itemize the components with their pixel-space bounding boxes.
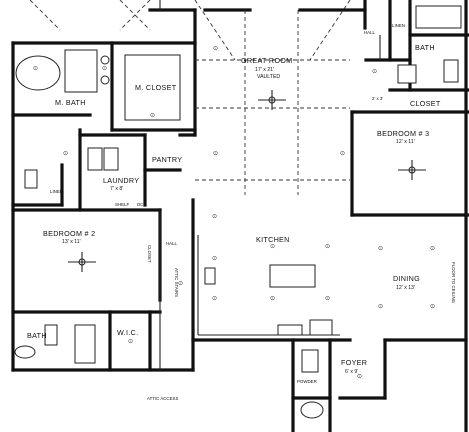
light-icon: ⊙ — [213, 45, 218, 52]
foyer-dims: 6' x 9' — [345, 369, 358, 375]
light-icon: ⊙ — [378, 303, 383, 310]
light-icon: ⊙ — [128, 338, 133, 345]
light-icon: ⊙ — [212, 255, 217, 262]
hall-center-label: HALL — [166, 241, 178, 246]
linen-left-label: LINEN — [50, 189, 63, 194]
light-icon: ⊙ — [372, 68, 377, 75]
dc-note: DC — [137, 202, 143, 207]
shelf-note: SHELF — [115, 202, 129, 207]
light-icon: ⊙ — [63, 150, 68, 157]
great-room-note: VAULTED — [257, 74, 280, 80]
closet-shelf-outline — [124, 54, 181, 121]
kitchen-island — [269, 264, 316, 288]
ceiling-fans — [68, 90, 426, 272]
bedroom2-label: BEDROOM # 2 — [43, 229, 95, 238]
powder-toilet — [301, 349, 319, 373]
master-sink-b — [100, 75, 110, 85]
fan-great-room — [258, 90, 286, 110]
sink-left — [204, 267, 216, 285]
right-vertical-note: FLOOR TO CEILING — [451, 262, 456, 304]
light-icon: ⊙ — [325, 295, 330, 302]
light-icon: ⊙ — [430, 245, 435, 252]
beam-diag-b — [309, 0, 351, 61]
bath-toilet — [44, 324, 58, 346]
small-dim-label: 2' x 3' — [372, 96, 383, 101]
washer — [87, 147, 103, 171]
attic-vertical-note: ATTIC STAIRS — [174, 268, 179, 297]
light-icon: ⊙ — [213, 150, 218, 157]
closet-right-label: CLOSET — [410, 99, 441, 108]
fridge — [309, 319, 333, 336]
master-vanity — [64, 49, 98, 93]
laundry-label: LAUNDRY — [103, 176, 139, 185]
beam-diag-a — [194, 0, 236, 61]
m-bath-label: M. BATH — [55, 98, 86, 107]
great-room-label: GREAT ROOM — [241, 56, 292, 65]
beam-diag-e — [29, 0, 61, 31]
master-tub — [15, 55, 61, 91]
range — [277, 324, 303, 336]
linen-toilet — [24, 169, 38, 189]
foyer-label: FOYER — [341, 358, 367, 367]
bath-bottom-label: BATH — [27, 331, 47, 340]
wic-label: W.I.C. — [117, 328, 138, 337]
m-closet-label: M. CLOSET — [135, 83, 177, 92]
great-room-dims: 17' x 21' — [255, 67, 274, 73]
bath-sink — [14, 345, 36, 359]
fan-bedroom3 — [398, 160, 426, 180]
attic-access-note: ATTIC ACCESS — [147, 396, 178, 401]
walls — [11, 0, 469, 432]
powder-label: POWDER — [297, 379, 317, 384]
ceiling-lights: ⊙ ⊙ ⊙ ⊙ ⊙ ⊙ ⊙ ⊙ ⊙ ⊙ ⊙ ⊙ ⊙ ⊙ ⊙ ⊙ ⊙ ⊙ ⊙ ⊙ … — [33, 45, 435, 380]
fixtures — [14, 5, 462, 419]
light-icon: ⊙ — [270, 295, 275, 302]
bath-tub — [74, 324, 96, 364]
light-icon: ⊙ — [357, 373, 362, 380]
light-icon: ⊙ — [102, 65, 107, 72]
top-sink — [397, 64, 417, 84]
kitchen-label: KITCHEN — [256, 235, 290, 244]
dining-dims: 12' x 13' — [396, 285, 415, 291]
room-labels: GREAT ROOM 17' x 21' VAULTED M. CLOSET M… — [27, 23, 441, 384]
master-sink-a — [100, 55, 110, 65]
interior-lines — [159, 0, 469, 370]
pantry-label: PANTRY — [152, 155, 182, 164]
hall-top-label: HALL — [364, 30, 376, 35]
light-icon: ⊙ — [325, 243, 330, 250]
light-icon: ⊙ — [270, 243, 275, 250]
powder-sink — [300, 401, 324, 419]
fan-bedroom2 — [68, 252, 96, 272]
light-icon: ⊙ — [430, 303, 435, 310]
laundry-dims: 7' x 8' — [110, 186, 123, 192]
linen-top-label: LINEN — [392, 23, 405, 28]
light-icon: ⊙ — [212, 213, 217, 220]
bedroom2-dims: 13' x 11' — [62, 239, 81, 245]
top-toilet — [443, 59, 459, 83]
top-tub — [415, 5, 462, 29]
bedroom3-label: BEDROOM # 3 — [377, 129, 429, 138]
light-icon: ⊙ — [150, 112, 155, 119]
light-icon: ⊙ — [212, 295, 217, 302]
light-icon: ⊙ — [178, 280, 183, 287]
dining-label: DINING — [393, 274, 420, 283]
light-icon: ⊙ — [378, 245, 383, 252]
closet-vertical-note: CLOSET — [147, 245, 152, 263]
notes: SHELF DC CLOSET ATTIC STAIRS FLOOR TO CE… — [115, 202, 456, 401]
light-icon: ⊙ — [340, 150, 345, 157]
beam-diag-d — [119, 0, 151, 31]
light-icon: ⊙ — [33, 65, 38, 72]
bath-top-label: BATH — [415, 43, 435, 52]
bedroom3-dims: 12' x 11' — [396, 139, 415, 145]
dryer — [103, 147, 119, 171]
